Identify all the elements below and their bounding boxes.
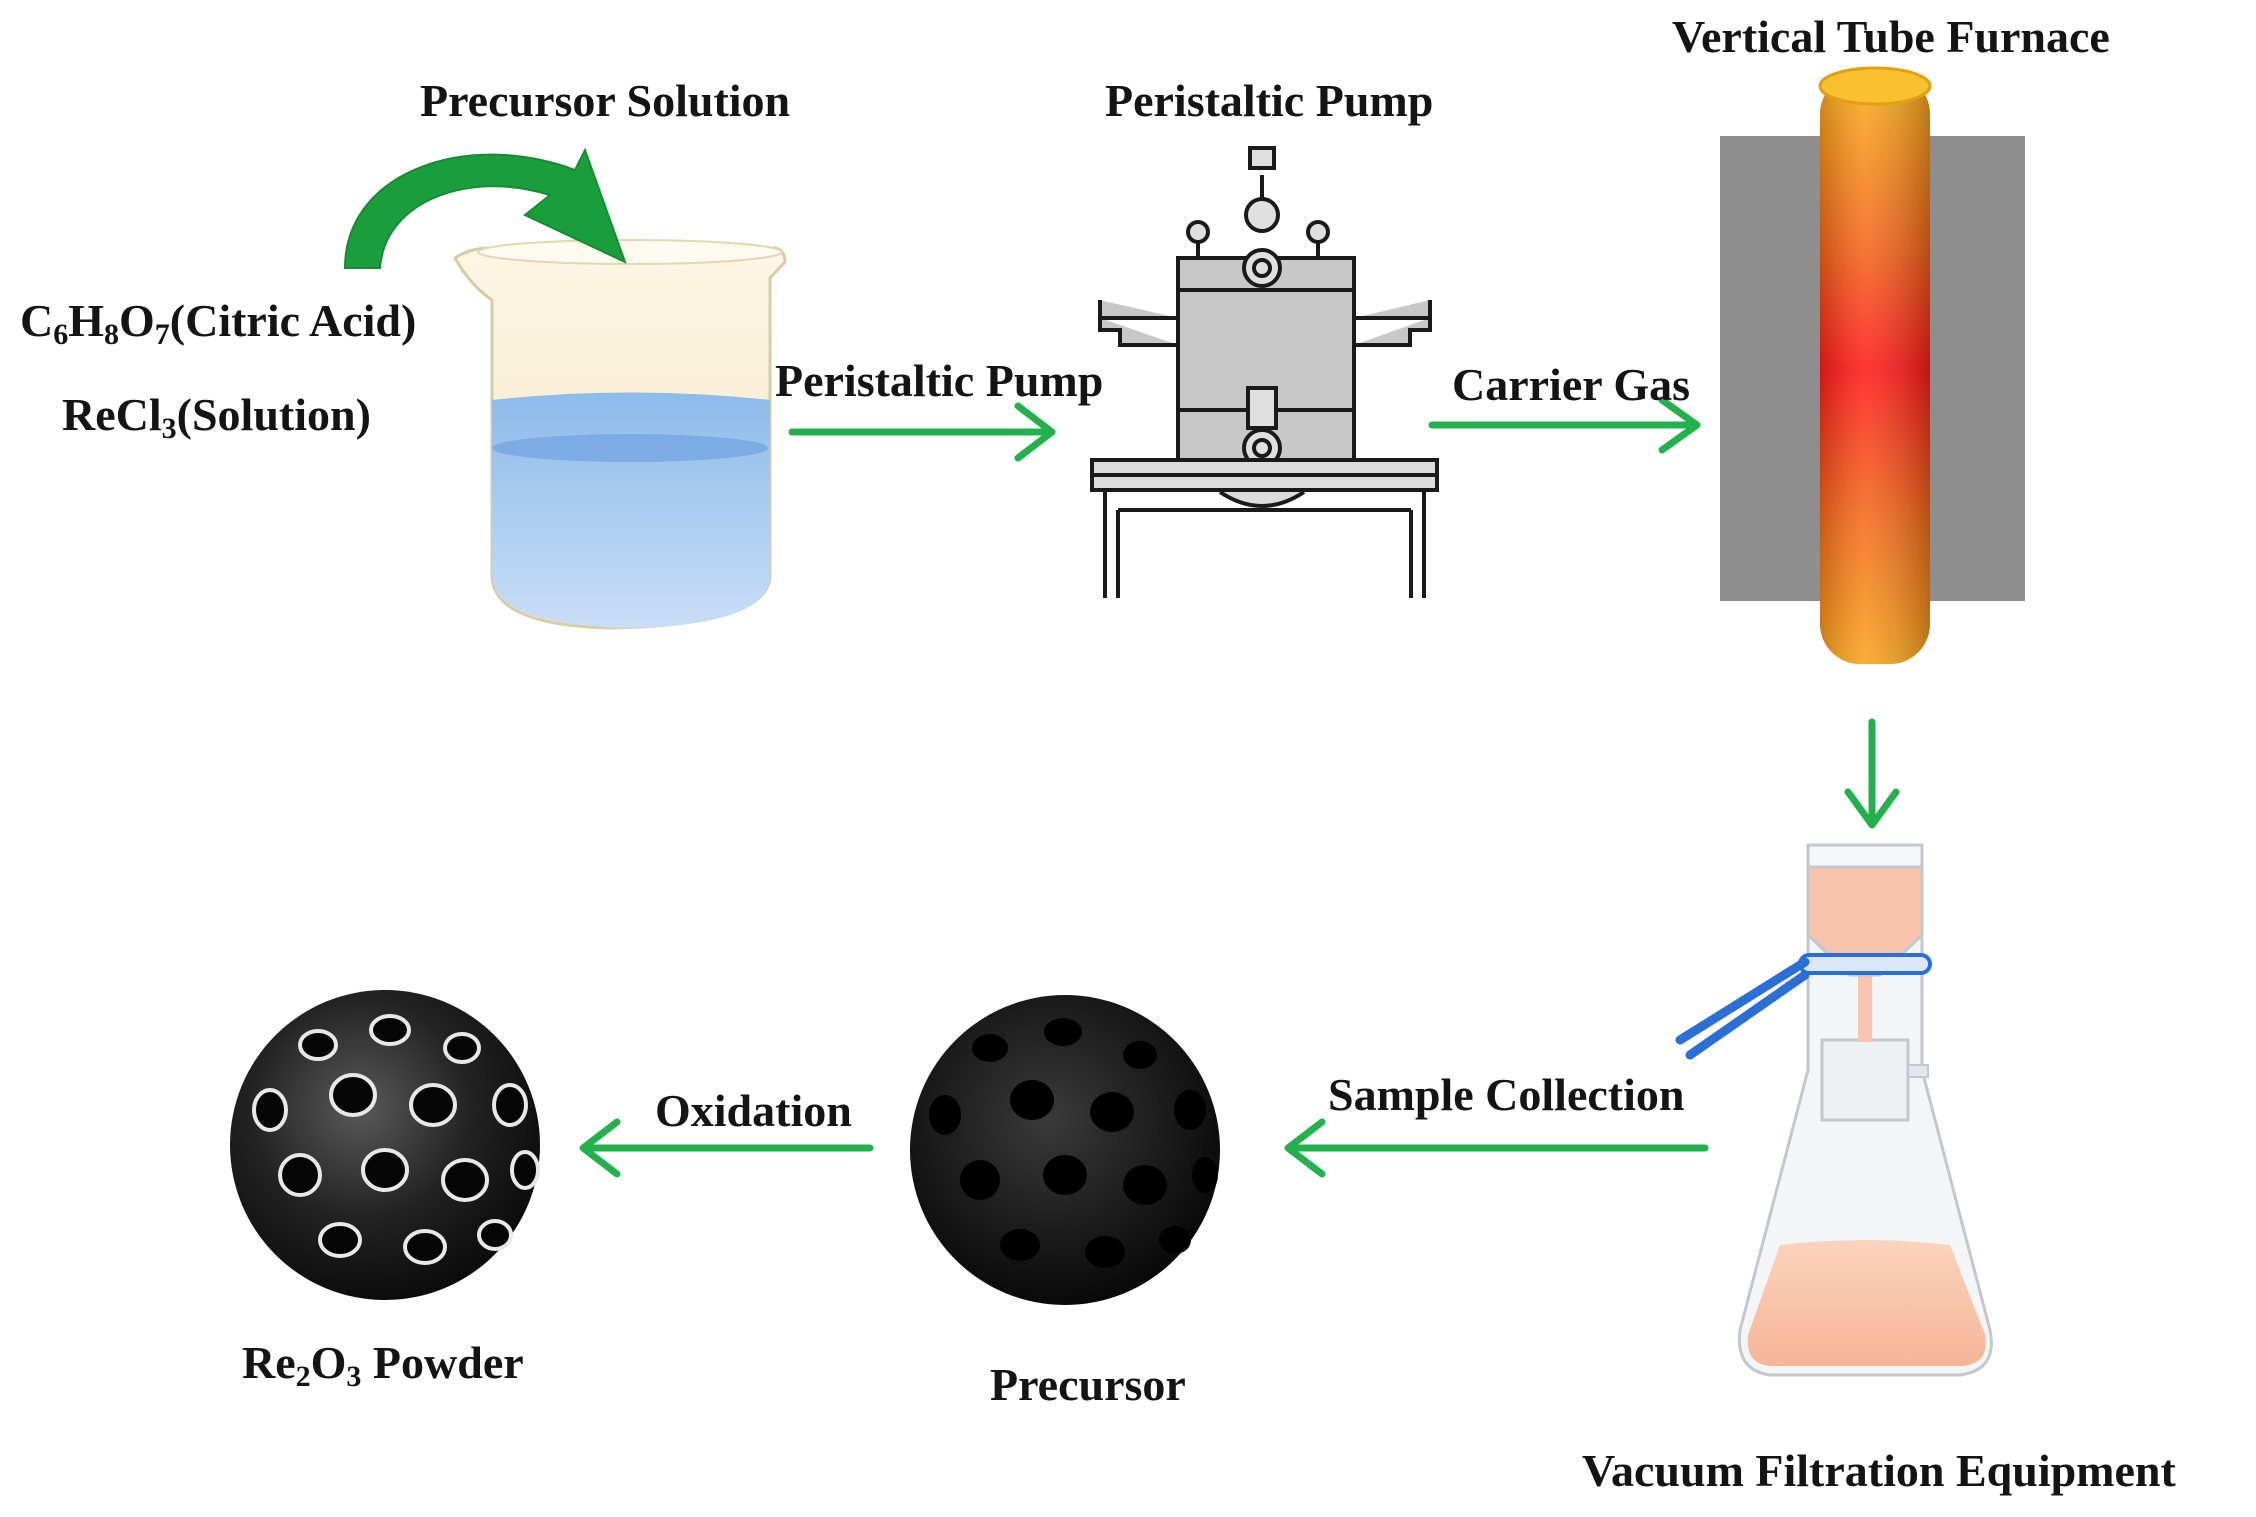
oxidation-label: Oxidation [655, 1085, 852, 1136]
re2o3-powder-label: Re2O3 Powder [242, 1340, 524, 1392]
vacuum-filtration-label: Vacuum Filtration Equipment [1582, 1445, 2176, 1496]
citric-acid-sub-6: 6 [53, 318, 69, 351]
vacuum-filtration-icon [1675, 843, 1993, 1377]
re-prefix: Re [242, 1337, 296, 1388]
arrow-furnace-to-filter [1844, 718, 1900, 829]
arrow-beaker-to-pump [788, 402, 1056, 462]
arrow-pump-to-furnace [1428, 396, 1701, 454]
citric-acid-sub-8: 8 [104, 318, 120, 351]
re-powder: Powder [361, 1337, 524, 1388]
precursor-sphere-icon [910, 995, 1220, 1305]
citric-acid-label: C6H8O7(Citric Acid) [20, 298, 416, 350]
citric-acid-c: C [20, 295, 54, 346]
arrow-precursor-to-powder [579, 1118, 874, 1178]
citric-acid-name: (Citric Acid) [169, 295, 417, 346]
re-sub-2: 2 [295, 1360, 311, 1393]
peristaltic-pump-arrow-label: Peristaltic Pump [775, 355, 1104, 406]
citric-acid-o: O [119, 295, 155, 346]
peristaltic-pump-icon [1090, 146, 1439, 598]
citric-acid-h: H [68, 295, 105, 346]
flow-arrows [579, 396, 1900, 1178]
re-o: O [310, 1337, 347, 1388]
curved-arrow-icon [343, 147, 627, 269]
re-o-sub-3: 3 [346, 1360, 362, 1393]
sample-collection-label: Sample Collection [1328, 1069, 1685, 1120]
citric-acid-sub-7: 7 [154, 318, 170, 351]
re2o3-sphere-icon [230, 990, 540, 1300]
precursor-solution-label: Precursor Solution [420, 75, 791, 126]
recl-sub-3: 3 [161, 412, 177, 445]
carrier-gas-label: Carrier Gas [1452, 359, 1691, 410]
recl-prefix: ReCl [62, 389, 162, 440]
beaker-icon [453, 239, 787, 630]
recl3-label: ReCl3(Solution) [62, 392, 371, 444]
arrow-filter-to-precursor [1284, 1118, 1709, 1178]
recl-name: (Solution) [176, 389, 371, 440]
precursor-label: Precursor [990, 1359, 1186, 1410]
peristaltic-pump-title: Peristaltic Pump [1105, 75, 1434, 126]
vertical-tube-furnace-label: Vertical Tube Furnace [1672, 11, 2110, 62]
tube-furnace-icon [1720, 66, 2025, 664]
